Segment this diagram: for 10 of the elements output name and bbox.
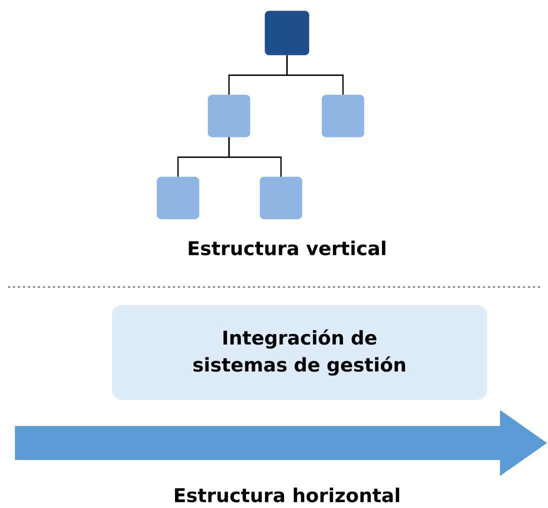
square bbox=[208, 94, 250, 138]
connector-line bbox=[286, 55, 344, 95]
square bbox=[264, 10, 310, 56]
connector-line bbox=[228, 137, 282, 177]
text-box: Integración de sistemas de gestión bbox=[112, 305, 487, 400]
caption: Estructura vertical bbox=[188, 240, 386, 256]
square bbox=[322, 94, 364, 138]
square bbox=[156, 176, 200, 220]
caption: Estructura horizontal bbox=[175, 488, 400, 502]
square bbox=[260, 176, 302, 220]
